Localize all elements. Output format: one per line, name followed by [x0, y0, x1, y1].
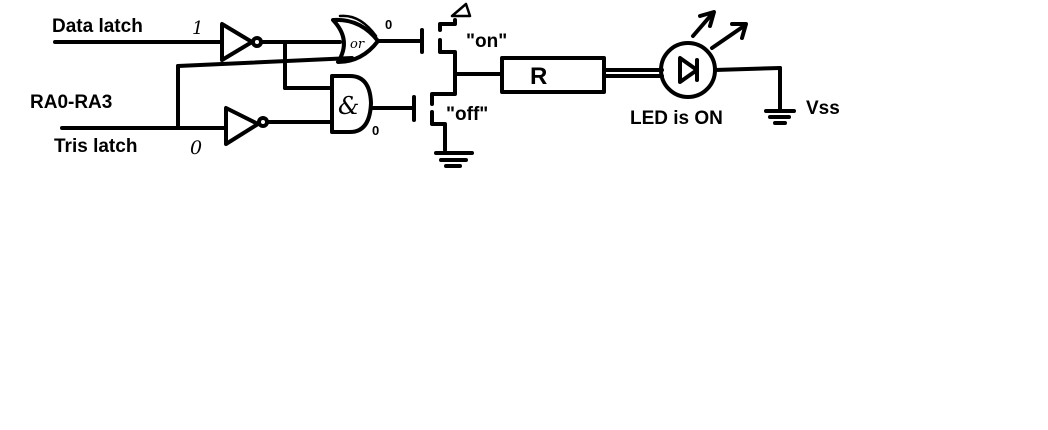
or-gate — [331, 14, 380, 64]
or-gate-label: or — [350, 37, 365, 52]
vss-ground — [764, 109, 796, 125]
on-label: "on" — [466, 31, 507, 52]
vss-label: Vss — [806, 98, 840, 119]
nmos-transistor — [430, 70, 457, 152]
and-output-value: 0 — [372, 123, 379, 138]
led-status-label: LED is ON — [630, 108, 723, 129]
data-inverter — [220, 22, 263, 62]
led — [659, 41, 717, 99]
transistor-ground — [434, 151, 474, 168]
gate-output-wires — [369, 39, 422, 110]
tris-latch-label: Tris latch — [54, 136, 137, 157]
data-latch-label: Data latch — [52, 16, 143, 37]
vss-wire — [713, 66, 782, 112]
led-wire — [602, 68, 664, 78]
data-latch-value: 1 — [192, 18, 203, 39]
resistor-label: R — [530, 63, 547, 90]
off-label: "off" — [446, 104, 488, 125]
transistor-gates — [412, 28, 424, 122]
pmos-transistor — [438, 2, 472, 74]
tris-latch-value: 0 — [190, 137, 202, 159]
and-gate-label: & — [338, 92, 359, 120]
light-arrow-icon — [691, 10, 748, 50]
ra-port-label: RA0-RA3 — [30, 92, 112, 113]
resistor — [500, 56, 606, 94]
tris-inverter — [224, 106, 269, 146]
gate-wires — [260, 40, 342, 124]
input-wires — [53, 40, 354, 130]
or-output-value: 0 — [385, 17, 392, 32]
and-gate — [330, 74, 373, 134]
